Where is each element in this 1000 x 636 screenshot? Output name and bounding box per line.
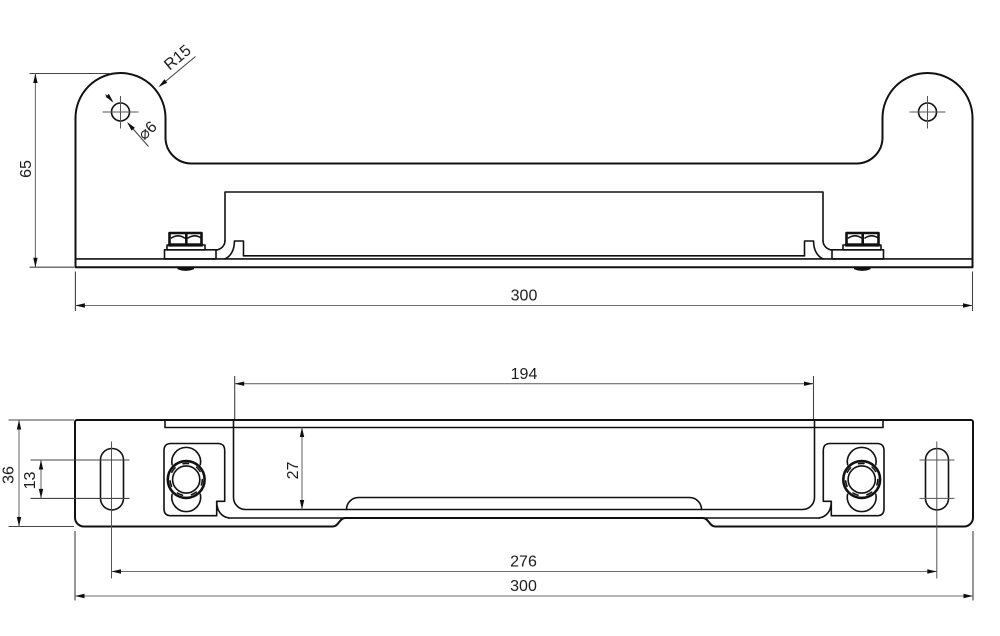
dim-13-label: 13 — [22, 472, 39, 490]
dim-13-arrow-top — [38, 460, 44, 470]
bolt-facet-right — [187, 235, 202, 239]
front-raised-section — [224, 191, 824, 242]
hole-crosshair — [909, 96, 946, 129]
front-raised-fillet-right — [822, 239, 834, 251]
dim-27-label: 27 — [285, 462, 302, 480]
dim-300-plan-arrow-left — [75, 593, 85, 599]
dim-36-arrow-top — [16, 420, 22, 430]
leader-dia6-arrow-upper — [105, 93, 114, 103]
dim-194-arrow-right — [804, 381, 814, 386]
plan-bend-top-line — [164, 419, 884, 429]
bolt-facet-left — [847, 235, 863, 239]
front-bolt-right — [831, 231, 885, 271]
front-view: 65 300 R15 ⌀6 — [18, 42, 974, 311]
plan-view: 194 27 13 36 2 — [1, 366, 974, 601]
dim-13-arrow-bottom — [38, 488, 44, 499]
bolt-facet-right — [864, 235, 879, 239]
dim-65-extension-lines — [29, 72, 111, 268]
leader-dia6: ⌀6 — [105, 93, 161, 147]
dim-65: 65 — [18, 72, 111, 268]
dim-65-label: 65 — [18, 160, 35, 178]
plan-bolt-left — [166, 446, 206, 513]
bolt-plate — [831, 249, 885, 260]
dim-276-label: 276 — [510, 554, 537, 571]
plan-raised-boundary — [232, 419, 816, 511]
leader-dia6-arrow-lower — [127, 122, 135, 131]
front-hole-left — [102, 96, 139, 129]
dim-65-arrow-top — [33, 73, 38, 83]
dim-13: 13 — [22, 459, 130, 499]
leader-r15-label: R15 — [161, 42, 194, 74]
plan-plateau-line — [345, 496, 703, 511]
dim-36-label: 36 — [1, 466, 18, 484]
dim-36: 36 — [1, 419, 74, 528]
leader-r15-arrow — [158, 79, 168, 87]
bolt-facet-left — [170, 235, 186, 239]
front-raised-fillet-left — [214, 239, 226, 251]
dim-300-front-label: 300 — [511, 288, 538, 305]
plan-bolt-right — [841, 446, 882, 513]
bolt-washer-arc-bottom — [171, 493, 202, 513]
dim-300-plan-extension-lines — [74, 531, 974, 601]
front-bolt-left — [163, 231, 217, 271]
front-hole-right — [909, 96, 946, 129]
dim-36-arrow-bottom — [16, 517, 22, 527]
plan-clamp-block-right — [822, 442, 885, 517]
plan-clamp-block-left — [163, 442, 226, 517]
plan-bend-foot-left — [215, 500, 230, 519]
bolt-washer-arc-bottom — [846, 493, 877, 513]
leader-dia6-label: ⌀6 — [135, 118, 160, 143]
dim-300-front-extension-lines — [74, 271, 974, 311]
front-clamp-right — [803, 240, 824, 260]
front-clamp-left — [224, 240, 245, 260]
dim-300-front: 300 — [74, 271, 974, 311]
bolt-inner-circle — [847, 465, 877, 494]
bolt-washer-arc-top — [171, 446, 202, 466]
hole-crosshair — [102, 96, 139, 129]
dim-300-front-arrow-right — [963, 303, 973, 308]
dim-276-arrow-left — [111, 569, 121, 574]
bolt-outer-circle — [841, 459, 882, 500]
plan-slot-right-cross-marks — [919, 459, 955, 499]
front-outer-contour — [74, 72, 974, 269]
bolt-inner-circle — [171, 465, 201, 494]
dim-194-arrow-left — [234, 381, 245, 386]
bolt-tip — [177, 267, 194, 271]
bolt-thread-circle — [844, 462, 879, 497]
leader-r15: R15 — [158, 42, 196, 87]
dim-300-plan: 300 — [74, 531, 974, 601]
dim-300-plan-arrow-right — [963, 593, 973, 599]
dim-300-front-arrow-left — [75, 303, 85, 308]
leader-r15-line — [159, 56, 196, 87]
plan-outer-contour — [74, 419, 974, 528]
dim-194-label: 194 — [511, 366, 538, 383]
dim-300-plan-label: 300 — [510, 578, 537, 595]
plan-bend-foot-right — [818, 500, 833, 519]
dim-276-arrow-right — [927, 569, 937, 574]
bolt-plate — [163, 249, 217, 260]
bolt-washer-arc-top — [846, 446, 877, 466]
dim-276: 276 — [111, 554, 937, 574]
dim-65-arrow-bottom — [33, 257, 38, 268]
dim-27: 27 — [285, 427, 305, 510]
dim-27-arrow-bottom — [299, 500, 305, 510]
dim-27-arrow-top — [299, 427, 305, 437]
bolt-tip — [854, 267, 871, 271]
dim-194: 194 — [234, 366, 815, 419]
bolt-outer-circle — [166, 459, 206, 500]
bolt-thread-circle — [169, 462, 204, 497]
dim-13-extension-lines — [30, 459, 130, 499]
